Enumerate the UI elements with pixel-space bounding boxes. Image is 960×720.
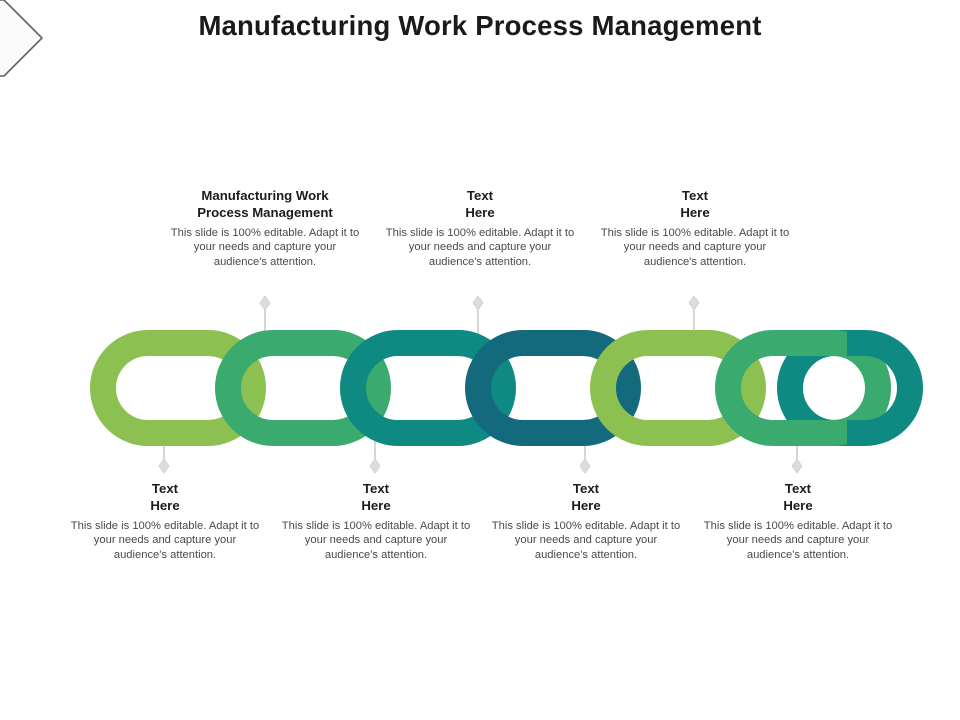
top-callout-3[interactable]: Text Here This slide is 100% editable. A… <box>600 187 790 269</box>
link-bodies <box>90 330 923 446</box>
top-callout-2-body: This slide is 100% editable. Adapt it to… <box>385 227 575 268</box>
chain-link-4 <box>465 330 641 446</box>
bottom-callout-2-heading: Text Here <box>361 481 391 513</box>
bottom-callout-3-body: This slide is 100% editable. Adapt it to… <box>491 520 681 561</box>
top-callout-1-body: This slide is 100% editable. Adapt it to… <box>170 227 360 268</box>
bottom-callout-2[interactable]: Text Here This slide is 100% editable. A… <box>281 480 471 562</box>
bottom-callout-3-heading: Text Here <box>571 481 601 513</box>
connector-markers <box>158 295 803 474</box>
top-callout-2-heading: Text Here <box>465 188 495 220</box>
corner-chevron-icon <box>0 0 43 77</box>
chain-link-7 <box>777 330 923 446</box>
connector-lines <box>163 303 798 466</box>
top-callout-1[interactable]: Manufacturing Work Process Management Th… <box>170 187 360 269</box>
page-title: Manufacturing Work Process Management <box>198 10 762 41</box>
chain-link-6 <box>715 330 891 446</box>
bottom-callout-1[interactable]: Text Here This slide is 100% editable. A… <box>70 480 260 562</box>
top-callout-2[interactable]: Text Here This slide is 100% editable. A… <box>385 187 575 269</box>
chain-link-5 <box>590 330 766 446</box>
bottom-callout-4[interactable]: Text Here This slide is 100% editable. A… <box>703 480 893 562</box>
bottom-callout-1-body: This slide is 100% editable. Adapt it to… <box>70 520 260 561</box>
bottom-callout-4-heading: Text Here <box>783 481 813 513</box>
bottom-callout-4-body: This slide is 100% editable. Adapt it to… <box>703 520 893 561</box>
top-callout-1-heading: Manufacturing Work Process Management <box>197 188 333 220</box>
chain-link-1 <box>90 330 266 446</box>
chain-link-3 <box>340 330 516 446</box>
top-callout-3-body: This slide is 100% editable. Adapt it to… <box>600 227 790 268</box>
chain-link-2 <box>215 330 391 446</box>
top-callout-3-heading: Text Here <box>680 188 710 220</box>
bottom-callout-2-body: This slide is 100% editable. Adapt it to… <box>281 520 471 561</box>
bottom-callout-1-heading: Text Here <box>150 481 180 513</box>
bottom-callout-3[interactable]: Text Here This slide is 100% editable. A… <box>491 480 681 562</box>
